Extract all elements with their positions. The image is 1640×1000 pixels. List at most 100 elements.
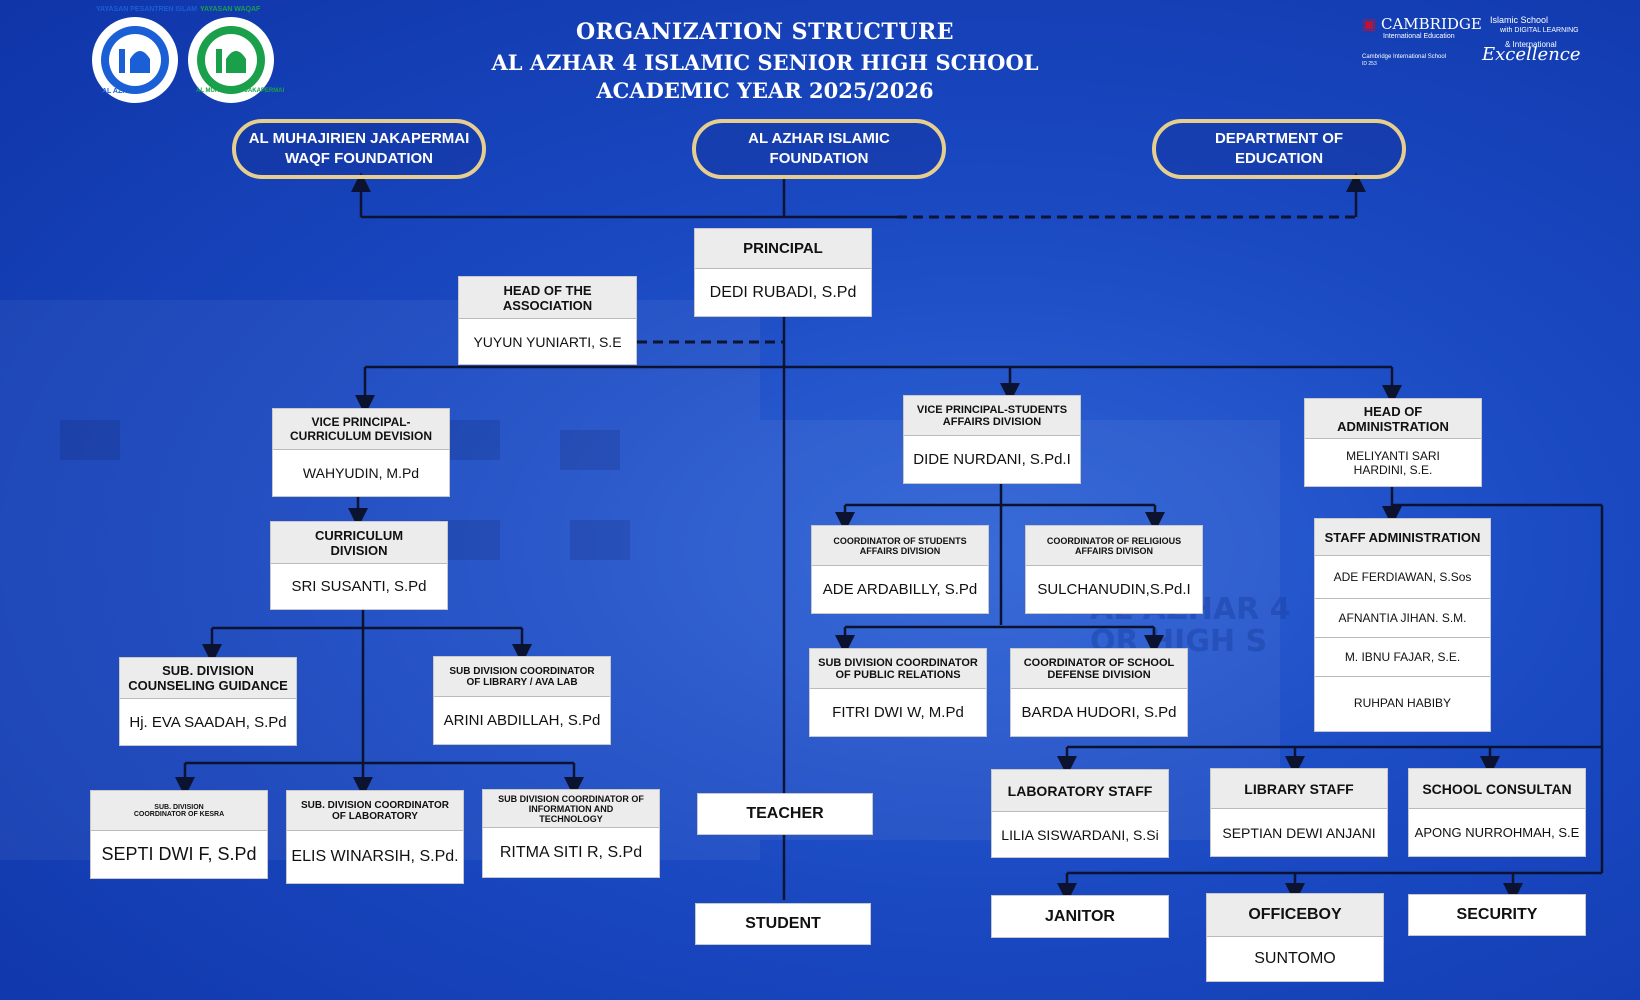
janitor-box: JANITOR [991, 895, 1169, 938]
alazhar-foundation: AL AZHAR ISLAMIC FOUNDATION [692, 119, 946, 179]
vp-curriculum-title: VICE PRINCIPAL- CURRICULUM DEVISION [273, 409, 449, 450]
staff-admin-member: AFNANTIA JIHAN. S.M. [1315, 599, 1490, 638]
counseling-name: Hj. EVA SAADAH, S.Pd [129, 713, 287, 731]
excellence-line-4: Excellence [1482, 44, 1581, 65]
cambridge-name: CAMBRIDGE [1380, 15, 1482, 33]
muhajirien-line-1: AL MUHAJIRIEN JAKAPERMAI [248, 130, 470, 147]
alazhar-line-1: AL AZHAR ISLAMIC [748, 130, 890, 147]
officeboy-box: OFFICEBOY SUNTOMO [1206, 893, 1384, 982]
head-admin-name: MELIYANTI SARI HARDINI, S.E. [1346, 448, 1440, 477]
coord-religious-title: COORDINATOR OF RELIGIOUS AFFAIRS DIVISON [1026, 526, 1202, 566]
lab-staff-name: LILIA SISWARDANI, S.Si [1001, 826, 1159, 843]
library-staff-box: LIBRARY STAFF SEPTIAN DEWI ANJANI [1210, 768, 1388, 857]
library-staff-title: LIBRARY STAFF [1211, 769, 1387, 809]
association-box: HEAD OF THE ASSOCIATION YUYUN YUNIARTI, … [458, 276, 637, 365]
counseling-box: SUB. DIVISION COUNSELING GUIDANCE Hj. EV… [119, 657, 297, 746]
info-tech-name: RITMA SITI R, S.Pd [499, 843, 643, 861]
coord-students-box: COORDINATOR OF STUDENTS AFFAIRS DIVISION… [811, 525, 989, 614]
laboratory-coordinator-box: SUB. DIVISION COORDINATOR OF LABORATORY … [286, 790, 464, 884]
info-tech-box: SUB DIVISION COORDINATOR OF INFORMATION … [482, 789, 660, 878]
staff-admin-member: ADE FERDIAWAN, S.Sos [1315, 556, 1490, 599]
background-window [60, 420, 120, 460]
curriculum-division-box: CURRICULUM DIVISION SRI SUSANTI, S.Pd [270, 521, 448, 610]
defense-box: COORDINATOR OF SCHOOL DEFENSE DIVISION B… [1010, 648, 1188, 737]
vp-students-name: DIDE NURDANI, S.Pd.I [913, 451, 1071, 468]
laboratory-coordinator-name: ELIS WINARSIH, S.Pd. [291, 848, 459, 865]
al-azhar-logo-text: AL AZHAR [102, 88, 138, 95]
public-relations-title: SUB DIVISION COORDINATOR OF PUBLIC RELAT… [810, 649, 986, 689]
kesra-name: SEPTI DWI F, S.Pd [101, 844, 257, 864]
vp-curriculum-name: WAHYUDIN, M.Pd [302, 465, 420, 481]
head-admin-box: HEAD OF ADMINISTRATION MELIYANTI SARI HA… [1304, 398, 1482, 487]
excellence-line-3: & International [1505, 40, 1557, 49]
cambridge-shield-icon: ▣ [1362, 15, 1377, 33]
education-department: DEPARTMENT OF EDUCATION [1152, 119, 1406, 179]
coord-students-title: COORDINATOR OF STUDENTS AFFAIRS DIVISION [812, 526, 988, 566]
public-relations-box: SUB DIVISION COORDINATOR OF PUBLIC RELAT… [809, 648, 987, 737]
staff-admin-box: STAFF ADMINISTRATION ADE FERDIAWAN, S.So… [1314, 518, 1491, 732]
coord-religious-box: COORDINATOR OF RELIGIOUS AFFAIRS DIVISON… [1025, 525, 1203, 614]
officeboy-name: SUNTOMO [1254, 950, 1336, 967]
library-ava-title: SUB DIVISION COORDINATOR OF LIBRARY / AV… [434, 657, 610, 697]
library-staff-name: SEPTIAN DEWI ANJANI [1222, 824, 1376, 841]
defense-name: BARDA HUDORI, S.Pd [1021, 704, 1177, 721]
muhajirien-foundation: AL MUHAJIRIEN JAKAPERMAI WAQF FOUNDATION [232, 119, 486, 179]
counseling-title: SUB. DIVISION COUNSELING GUIDANCE [120, 658, 296, 699]
school-consultan-name: APONG NURROHMAH, S.E [1414, 825, 1580, 840]
background-window [560, 430, 620, 470]
title-line-3: ACADEMIC YEAR 2025/2026 [596, 78, 934, 103]
lab-staff-box: LABORATORY STAFF LILIA SISWARDANI, S.Si [991, 769, 1169, 858]
security-box: SECURITY [1408, 894, 1586, 936]
excellence-line-2: with DIGITAL LEARNING [1500, 27, 1579, 34]
al-azhar-logo-ring: YAYASAN PESANTREN ISLAM [96, 6, 198, 13]
principal-name: DEDI RUBADI, S.Pd [709, 283, 857, 301]
vp-curriculum-box: VICE PRINCIPAL- CURRICULUM DEVISION WAHY… [272, 408, 450, 497]
library-ava-box: SUB DIVISION COORDINATOR OF LIBRARY / AV… [433, 656, 611, 745]
al-muhajirien-logo [188, 17, 274, 103]
kesra-box: SUB. DIVISION COORDINATOR OF KESRA SEPTI… [90, 790, 268, 879]
laboratory-coordinator-title: SUB. DIVISION COORDINATOR OF LABORATORY [287, 791, 463, 831]
staff-admin-title: STAFF ADMINISTRATION [1315, 519, 1490, 556]
teacher-box: TEACHER [697, 793, 873, 835]
school-consultan-box: SCHOOL CONSULTAN APONG NURROHMAH, S.E [1408, 768, 1586, 857]
association-title: HEAD OF THE ASSOCIATION [459, 277, 636, 319]
lab-staff-title: LABORATORY STAFF [992, 770, 1168, 812]
curriculum-division-name: SRI SUSANTI, S.Pd [291, 578, 427, 595]
cambridge-logo: ▣ CAMBRIDGE [1362, 15, 1482, 33]
info-tech-title: SUB DIVISION COORDINATOR OF INFORMATION … [483, 790, 659, 828]
officeboy-title: OFFICEBOY [1207, 894, 1383, 937]
al-muhajirien-logo-ring: YAYASAN WAQAF [200, 6, 261, 13]
vp-students-box: VICE PRINCIPAL-STUDENTS AFFAIRS DIVISION… [903, 395, 1081, 484]
vp-students-title: VICE PRINCIPAL-STUDENTS AFFAIRS DIVISION [904, 396, 1080, 436]
cambridge-school: Cambridge International School [1362, 54, 1447, 60]
student-box: STUDENT [695, 903, 871, 945]
background-window [570, 520, 630, 560]
head-admin-title: HEAD OF ADMINISTRATION [1305, 399, 1481, 439]
cambridge-code: ID 253 [1362, 61, 1377, 67]
public-relations-name: FITRI DWI W, M.Pd [832, 704, 964, 721]
kesra-title: SUB. DIVISION COORDINATOR OF KESRA [91, 791, 267, 831]
title-line-2: AL AZHAR 4 ISLAMIC SENIOR HIGH SCHOOL [491, 50, 1039, 75]
education-line-2: EDUCATION [1234, 150, 1324, 167]
cambridge-subtitle: International Education [1383, 33, 1455, 40]
al-azhar-logo [92, 17, 178, 103]
coord-religious-name: SULCHANUDIN,S.Pd.I [1037, 581, 1191, 598]
coord-students-name: ADE ARDABILLY, S.Pd [822, 581, 978, 598]
title-line-1: ORGANIZATION STRUCTURE [575, 19, 955, 45]
alazhar-line-2: FOUNDATION [769, 150, 869, 167]
school-consultan-title: SCHOOL CONSULTAN [1409, 769, 1585, 809]
excellence-line-1: Islamic School [1490, 15, 1549, 25]
muhajirien-line-2: WAQF FOUNDATION [284, 150, 434, 167]
defense-title: COORDINATOR OF SCHOOL DEFENSE DIVISION [1011, 649, 1187, 689]
staff-admin-member: RUHPAN HABIBY [1353, 696, 1452, 710]
association-name: YUYUN YUNIARTI, S.E [473, 333, 622, 350]
curriculum-division-title: CURRICULUM DIVISION [271, 522, 447, 564]
staff-admin-member: M. IBNU FAJAR, S.E. [1315, 638, 1490, 677]
background-window [440, 520, 500, 560]
background-window [440, 420, 500, 460]
library-ava-name: ARINI ABDILLAH, S.Pd [443, 712, 601, 729]
education-line-1: DEPARTMENT OF [1214, 130, 1344, 147]
al-muhajirien-logo-text: AL MUHAJIRIEN JAKAPERMAI [196, 88, 285, 94]
